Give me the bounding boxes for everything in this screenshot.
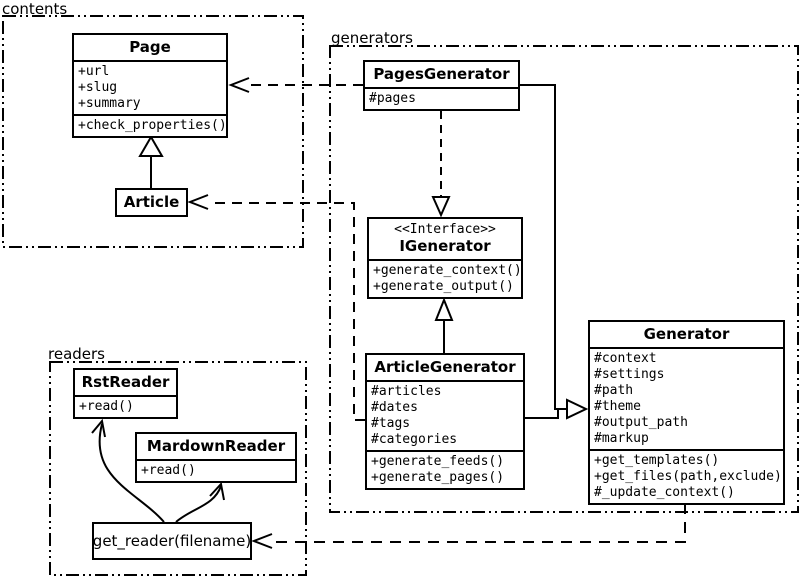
edge-articlegenerator-to-article bbox=[211, 202, 365, 421]
attribute: #markup bbox=[594, 431, 649, 446]
dependency-arrowhead-article bbox=[187, 194, 209, 210]
arrowhead-mardownreader bbox=[209, 481, 225, 501]
method: +generate_pages() bbox=[371, 470, 505, 485]
class-page-methods: +check_properties() bbox=[74, 114, 227, 136]
attribute: #articles bbox=[371, 384, 442, 399]
package-generators-border bbox=[329, 45, 799, 513]
attribute: #settings bbox=[594, 367, 665, 382]
dependency-arrowhead-page bbox=[228, 77, 250, 93]
class-pagesgenerator: PagesGenerator #pages bbox=[363, 60, 520, 111]
class-pagesgenerator-attributes: #pages bbox=[365, 87, 518, 109]
method: #_update_context() bbox=[594, 485, 735, 500]
class-articlegenerator-attributes: #articles #dates #tags #categories bbox=[367, 380, 523, 450]
class-generator-title: Generator bbox=[643, 325, 730, 343]
class-article-title: Article bbox=[123, 193, 180, 211]
package-contents-border bbox=[2, 15, 304, 248]
inheritance-triangle-generator bbox=[566, 398, 589, 420]
realization-triangle-igenerator bbox=[431, 196, 451, 218]
class-generator-methods: +get_templates() +get_files(path,exclude… bbox=[590, 449, 783, 503]
inheritance-triangle-igenerator bbox=[434, 297, 454, 321]
class-page-attributes: +url +slug +summary bbox=[74, 60, 226, 114]
package-readers-border bbox=[49, 361, 307, 576]
method: +generate_feeds() bbox=[371, 454, 505, 469]
method: +read() bbox=[79, 399, 134, 414]
function-get-reader: get_reader(filename) bbox=[92, 522, 252, 560]
class-articlegenerator-methods: +generate_feeds() +generate_pages() bbox=[367, 450, 523, 488]
attribute: +summary bbox=[78, 96, 141, 111]
attribute: #categories bbox=[371, 432, 458, 447]
class-generator-attributes: #context #settings #path #theme #output_… bbox=[590, 347, 783, 449]
function-get-reader-label: get_reader(filename) bbox=[92, 532, 252, 550]
edge-getreader-to-mardownreader bbox=[175, 485, 222, 523]
class-articlegenerator: ArticleGenerator #articles #dates #tags … bbox=[365, 353, 525, 490]
attribute: #path bbox=[594, 383, 634, 398]
class-mardownreader-methods: +read() bbox=[137, 459, 295, 481]
package-label-generators: generators bbox=[331, 29, 413, 47]
method: +generate_context() bbox=[373, 263, 522, 278]
attribute: #theme bbox=[594, 399, 641, 414]
class-igenerator-title: IGenerator bbox=[399, 237, 491, 255]
package-label-contents: contents bbox=[2, 0, 68, 18]
method: +check_properties() bbox=[78, 118, 227, 133]
class-page: Page +url +slug +summary +check_properti… bbox=[72, 33, 228, 138]
class-igenerator: <<Interface>> IGenerator +generate_conte… bbox=[367, 217, 523, 299]
edge-pagesgenerator-to-generator bbox=[520, 84, 566, 410]
package-label-readers: readers bbox=[48, 345, 105, 363]
class-rstreader: RstReader +read() bbox=[73, 368, 178, 419]
attribute: #dates bbox=[371, 400, 418, 415]
class-pagesgenerator-title: PagesGenerator bbox=[373, 65, 510, 83]
class-generator: Generator #context #settings #path #them… bbox=[588, 320, 785, 505]
class-igenerator-stereotype: <<Interface>> bbox=[394, 222, 496, 237]
class-mardownreader: MardownReader +read() bbox=[135, 432, 297, 483]
method: +get_files(path,exclude) bbox=[594, 469, 782, 484]
inheritance-triangle-page bbox=[138, 135, 164, 157]
attribute: +slug bbox=[78, 80, 118, 95]
attribute: #context bbox=[594, 351, 657, 366]
attribute: #tags bbox=[371, 416, 411, 431]
attribute: #pages bbox=[369, 91, 416, 106]
method: +read() bbox=[141, 463, 196, 478]
class-rstreader-title: RstReader bbox=[81, 373, 170, 391]
edge-articlegenerator-to-generator bbox=[525, 410, 559, 419]
attribute: #output_path bbox=[594, 415, 688, 430]
dependency-arrowhead-getreader bbox=[251, 533, 273, 549]
arrowhead-rstreader bbox=[91, 418, 106, 438]
class-article: Article bbox=[115, 188, 188, 217]
method: +generate_output() bbox=[373, 279, 514, 294]
class-articlegenerator-title: ArticleGenerator bbox=[374, 358, 516, 376]
method: +get_templates() bbox=[594, 453, 720, 468]
class-igenerator-methods: +generate_context() +generate_output() bbox=[369, 259, 522, 297]
attribute: +url bbox=[78, 64, 110, 79]
class-mardownreader-title: MardownReader bbox=[146, 437, 286, 455]
class-rstreader-methods: +read() bbox=[75, 395, 176, 417]
edge-generator-to-getreader bbox=[275, 503, 686, 543]
class-page-title: Page bbox=[129, 38, 171, 56]
edge-getreader-to-rstreader bbox=[98, 423, 165, 523]
